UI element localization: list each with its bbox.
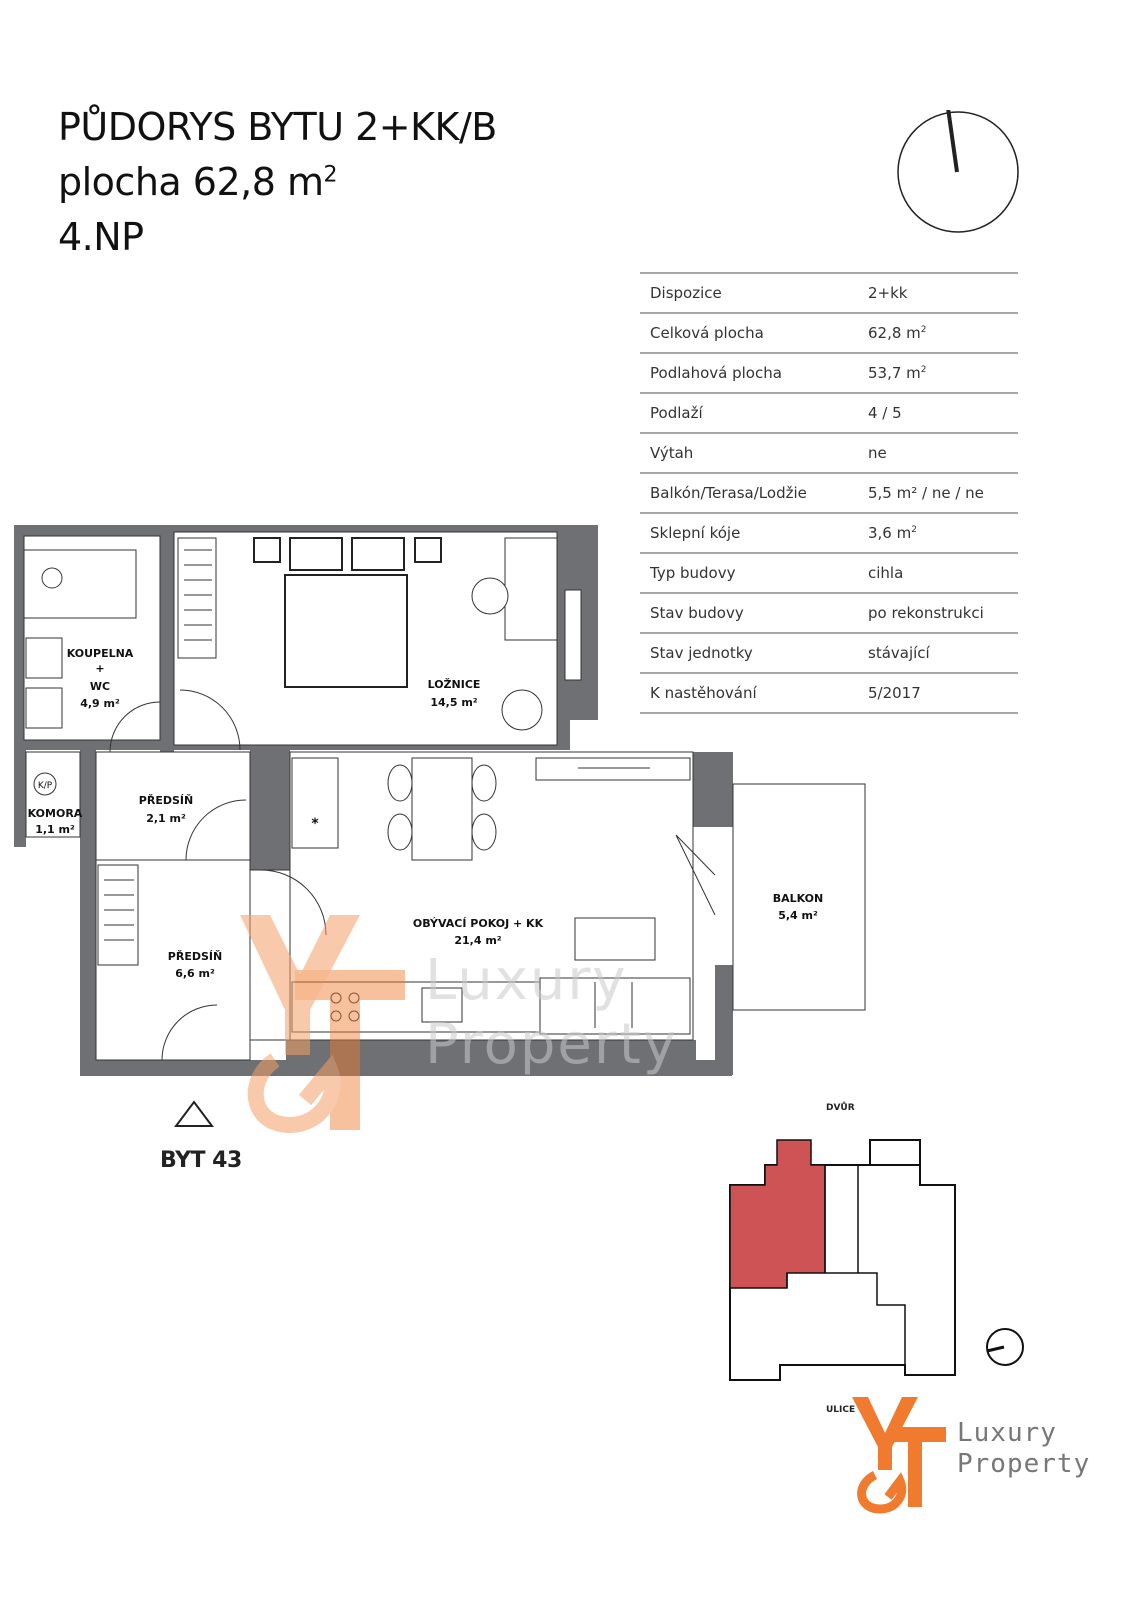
param-row: Balkón/Terasa/Lodžie 5,5 m² / ne / ne: [640, 473, 1018, 513]
label-koupelna-plus: +: [95, 662, 104, 675]
param-label: Podlahová plocha: [650, 364, 782, 382]
label-koupelna: KOUPELNA: [67, 647, 134, 660]
param-row: Typ budovy cihla: [640, 553, 1018, 593]
label-loznice-area: 14,5 m²: [430, 696, 477, 709]
site-label-ulice: ULICE: [826, 1405, 856, 1415]
brand-line-2: Property: [957, 1449, 1091, 1479]
param-label: Stav budovy: [650, 604, 744, 622]
title-line-layout: PŮDORYS BYTU 2+KK/B: [58, 105, 497, 149]
param-value-text: stávající: [868, 644, 930, 662]
param-value-text: 2+kk: [868, 284, 908, 302]
unit-label: BYT 43: [160, 1148, 242, 1173]
param-label: Stav jednotky: [650, 644, 753, 662]
highlighted-unit: [729, 1139, 826, 1289]
param-value: 5/2017: [866, 673, 1018, 713]
watermark-logo: [240, 915, 405, 1134]
brand-line-1: Luxury: [957, 1418, 1057, 1448]
kitchen-counter: [291, 981, 543, 1033]
param-value: 53,7 m2: [866, 353, 1018, 393]
param-value-text: ne: [868, 444, 887, 462]
label-komora: KOMORA: [28, 807, 83, 820]
label-kp: K/P: [38, 781, 53, 791]
param-value: 62,8 m2: [866, 313, 1018, 353]
desk: [471, 537, 582, 731]
param-value-text: 4 / 5: [868, 404, 902, 422]
bed: [253, 537, 442, 688]
param-row: Výtah ne: [640, 433, 1018, 473]
param-label: Celková plocha: [650, 324, 764, 342]
param-value-text: 53,7 m: [868, 364, 921, 382]
label-koupelna-area: 4,9 m²: [80, 697, 120, 710]
param-row: Dispozice 2+kk: [640, 273, 1018, 313]
bathroom-fixtures: [23, 549, 137, 729]
entrance-arrow-icon: [174, 1100, 214, 1127]
area-unit-sup: 2: [323, 162, 337, 188]
param-row: Stav budovy po rekonstrukci: [640, 593, 1018, 633]
label-loznice: LOŽNICE: [428, 678, 481, 691]
wardrobe: [97, 537, 217, 966]
label-predsin-1: PŘEDSÍŇ: [139, 794, 193, 807]
param-label: Balkón/Terasa/Lodžie: [650, 484, 807, 502]
param-label: Výtah: [650, 444, 694, 462]
param-value-text: 3,6 m: [868, 524, 912, 542]
param-value-text: 5/2017: [868, 684, 921, 702]
fridge-mark: *: [311, 816, 319, 832]
param-row: K nastěhování 5/2017: [640, 673, 1018, 713]
area-text: plocha 62,8 m: [58, 160, 324, 204]
title-line-area: plocha 62,8 m2: [58, 155, 497, 210]
param-value: 3,6 m2: [866, 513, 1018, 553]
kp-circle: [33, 772, 57, 796]
label-obyvaci-area: 21,4 m²: [454, 934, 501, 947]
param-value-text: 5,5 m² / ne / ne: [868, 484, 984, 502]
label-wc: WC: [90, 680, 110, 693]
brand-name: Luxury Property: [957, 1418, 1090, 1480]
param-value: ne: [866, 433, 1018, 473]
param-value: 2+kk: [866, 273, 1018, 313]
site-compass-icon: [986, 1328, 1024, 1366]
label-balkon-area: 5,4 m²: [778, 909, 818, 922]
site-label-dvur: DVŮR: [826, 1103, 855, 1113]
param-value: 4 / 5: [866, 393, 1018, 433]
param-value: po rekonstrukci: [866, 593, 1018, 633]
label-komora-area: 1,1 m²: [35, 823, 75, 836]
room-labels: KOUPELNA + WC 4,9 m² LOŽNICE 14,5 m² PŘE…: [28, 647, 824, 980]
param-value: cihla: [866, 553, 1018, 593]
label-predsin-2-area: 6,6 m²: [175, 967, 215, 980]
param-value-text: po rekonstrukci: [868, 604, 984, 622]
watermark-text-1: Luxury: [425, 948, 628, 1013]
title-line-floor: 4.NP: [58, 215, 144, 259]
param-row: Podlahová plocha 53,7 m2: [640, 353, 1018, 393]
param-value-text: cihla: [868, 564, 904, 582]
label-balkon: BALKON: [773, 892, 824, 905]
label-predsin-2: PŘEDSÍŇ: [168, 950, 222, 963]
dining-table: [291, 757, 691, 861]
brand-logo: [852, 1397, 946, 1514]
param-value-sup: 2: [911, 525, 917, 535]
param-label: K nastěhování: [650, 684, 757, 702]
label-predsin-1-area: 2,1 m²: [146, 812, 186, 825]
compass-icon: [897, 110, 1019, 233]
param-value-text: 62,8 m: [868, 324, 921, 342]
sofa: [539, 917, 691, 1035]
page-title: PŮDORYS BYTU 2+KK/B plocha 62,8 m2 4.NP: [58, 100, 497, 265]
param-value: 5,5 m² / ne / ne: [866, 473, 1018, 513]
param-row: Podlaží 4 / 5: [640, 393, 1018, 433]
param-value-sup: 2: [920, 365, 927, 375]
label-obyvaci: OBÝVACÍ POKOJ + KK: [413, 917, 544, 930]
doors: [109, 689, 716, 1061]
param-label: Dispozice: [650, 284, 722, 302]
param-row: Celková plocha 62,8 m2: [640, 313, 1018, 353]
site-plan: [729, 1139, 1024, 1381]
param-value-sup: 2: [920, 325, 927, 335]
param-row: Sklepní kóje 3,6 m2: [640, 513, 1018, 553]
param-label: Podlaží: [650, 404, 703, 422]
param-value: stávající: [866, 633, 1018, 673]
param-label: Typ budovy: [650, 564, 736, 582]
param-label: Sklepní kóje: [650, 524, 741, 542]
floor-plan: KOUPELNA + WC 4,9 m² LOŽNICE 14,5 m² PŘE…: [14, 525, 866, 1076]
param-row: Stav jednotky stávající: [640, 633, 1018, 673]
watermark-text-2: Property: [425, 1012, 678, 1077]
